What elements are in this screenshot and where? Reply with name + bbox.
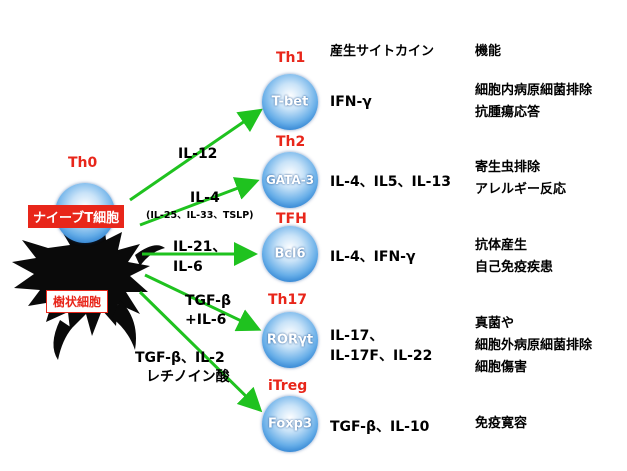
cytokine-tfh: IL-4、IFN-γ [330, 249, 416, 265]
naive-t-cell-label: ナイーブT細胞 [28, 205, 125, 228]
subset-tfh: TFH [276, 211, 307, 227]
signal-il21: IL-21、 [173, 239, 227, 255]
signal-tgfb-il2: TGF-β、IL-2 [135, 350, 225, 366]
function-th1-2: 抗腫瘍応答 [475, 105, 541, 120]
itreg-cell [262, 396, 318, 452]
function-tfh-1: 抗体産生 [475, 238, 528, 253]
dendritic-cell-label: 樹状細胞 [46, 290, 109, 313]
cytokine-th2: IL-4、IL5、IL-13 [330, 174, 451, 190]
signal-tgfb: TGF-β [185, 293, 232, 309]
pathway-arrows [129, 108, 263, 413]
subset-th17: Th17 [268, 292, 307, 308]
signal-retinoic-acid: レチノイン酸 [146, 369, 230, 385]
arrow-th17 [144, 273, 262, 332]
function-column-header: 機能 [475, 44, 502, 59]
cytokine-th17-1: IL-17、 [330, 328, 384, 344]
arrow-th2 [139, 177, 260, 227]
marker-bcl6: Bcl6 [274, 246, 306, 262]
marker-foxp3: Foxp3 [267, 416, 313, 432]
function-th2-2: アレルギー反応 [475, 182, 567, 197]
subset-th2: Th2 [276, 134, 306, 150]
function-th17-1: 真菌や [475, 316, 515, 331]
signal-il12: IL-12 [178, 146, 218, 162]
function-tfh-2: 自己免疫疾患 [475, 260, 554, 275]
signal-il6-plus: +IL-6 [185, 312, 227, 328]
arrow-itreg [138, 290, 263, 413]
subset-th1: Th1 [276, 50, 306, 66]
th2-cell [262, 152, 318, 208]
arrow-th1 [129, 108, 263, 202]
marker-gata3: GATA-3 [265, 173, 315, 187]
marker-rorgt: RORγt [266, 332, 314, 348]
function-itreg-1: 免疫寛容 [475, 416, 528, 431]
function-th17-3: 細胞傷害 [475, 360, 528, 375]
cytokine-itreg: TGF-β、IL-10 [330, 419, 430, 435]
th1-cell [262, 74, 318, 130]
cytokine-th1: IFN-γ [330, 94, 372, 110]
subset-itreg: iTreg [268, 378, 308, 394]
cytokine-th17-2: IL-17F、IL-22 [330, 348, 433, 364]
function-th17-2: 細胞外病原細菌排除 [475, 338, 593, 353]
signal-il6: IL-6 [173, 259, 203, 275]
th17-cell [262, 312, 318, 368]
function-th2-1: 寄生虫排除 [475, 160, 541, 175]
signal-il4: IL-4 [190, 190, 220, 206]
cytokine-column-header: 産生サイトカイン [330, 44, 435, 59]
dendritic-cell-shape [12, 218, 165, 360]
tfh-cell [262, 226, 318, 282]
marker-tbet: T-bet [271, 94, 309, 110]
signal-il4-sub: (IL-25、IL-33、TSLP) [146, 210, 254, 221]
function-th1-1: 細胞内病原細菌排除 [475, 83, 593, 98]
th0-label: Th0 [68, 155, 98, 171]
